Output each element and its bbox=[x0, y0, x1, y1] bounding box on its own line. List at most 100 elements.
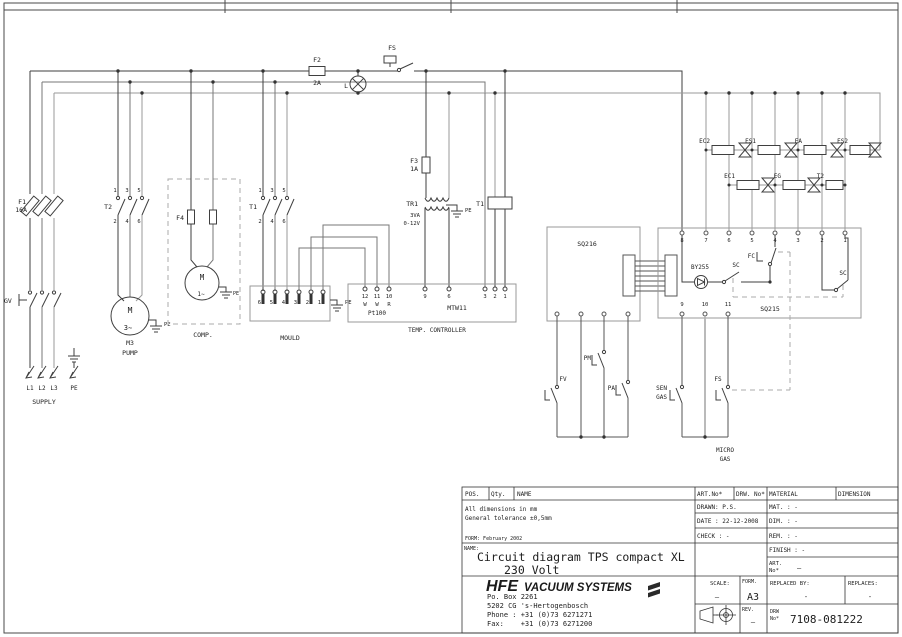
temp-controller: 12 11 10 9 6 3 2 1 W W R Pt100 MTW11 TEM… bbox=[347, 283, 517, 334]
transformer-section: F3 1A PE TR1 3VA 0-12V bbox=[403, 71, 472, 287]
relay-t1: T1 bbox=[476, 71, 513, 287]
label-es1: ES1 bbox=[745, 138, 756, 145]
t1-term: 4 bbox=[270, 219, 274, 225]
label-l2: L2 bbox=[38, 385, 46, 392]
label-sen: SEN bbox=[656, 385, 667, 392]
tb-replaces-label: REPLACES: bbox=[848, 581, 878, 587]
label-ec1: EC1 bbox=[724, 173, 735, 180]
tb-drw-label1: DRW bbox=[770, 609, 780, 615]
ctrl-term: 3 bbox=[483, 294, 486, 300]
label-supply: SUPPLY bbox=[32, 398, 56, 406]
tb-form-value: A3 bbox=[747, 592, 759, 603]
valve-section: EC2 ES1 EA ES2 EC1 EG T2 bbox=[699, 93, 883, 231]
sq215-internals: BY255 SC FC SC bbox=[681, 235, 849, 390]
t2-term: 1 bbox=[113, 188, 116, 194]
tb-drw-label2: No* bbox=[770, 616, 779, 622]
tb-date: DATE : 22-12-2008 bbox=[697, 518, 759, 525]
mould-term: 3 bbox=[294, 300, 297, 306]
tb-note2: General tolerance ±0,5mm bbox=[465, 515, 552, 522]
fuse-f1 bbox=[20, 195, 64, 217]
ctrl-term: 2 bbox=[493, 294, 496, 300]
label-t1-coil: T1 bbox=[476, 200, 484, 208]
label-m3: M3 bbox=[126, 339, 134, 347]
addr-line3: Phone : +31 (0)73 6271271 bbox=[487, 611, 592, 619]
contactor-t2 bbox=[115, 195, 150, 216]
tb-replaced-value: - bbox=[804, 593, 808, 601]
label-t2-contactor: T2 bbox=[104, 203, 112, 211]
mould-term: 4 bbox=[282, 300, 286, 306]
label-sen-gas: GAS bbox=[656, 394, 667, 401]
company-logo-icon bbox=[648, 582, 660, 598]
tb-scale-value: – bbox=[715, 593, 720, 601]
label-pm: PM bbox=[584, 355, 592, 362]
label-pump: PUMP bbox=[122, 349, 138, 357]
t2-term: 3 bbox=[125, 188, 128, 194]
motor-m1-phase: 1∼ bbox=[197, 291, 205, 298]
sq215-term: 3 bbox=[796, 238, 799, 244]
label-f1: F1 bbox=[18, 198, 26, 206]
mould-term: 2 bbox=[306, 300, 309, 306]
tb-mat: MAT. : - bbox=[769, 504, 798, 511]
tb-art-label2: No* bbox=[769, 568, 779, 574]
addr-line4: Fax: +31 (0)73 6271200 bbox=[487, 620, 592, 628]
t2-term: 5 bbox=[137, 188, 140, 194]
board-sq216: SQ216 bbox=[546, 226, 678, 322]
drawing-title-line1: Circuit diagram TPS compact XL bbox=[477, 550, 685, 564]
tb-art-label1: ART. bbox=[769, 561, 782, 567]
sq215-bterm: 9 bbox=[680, 302, 683, 308]
ctrl-term: 12 bbox=[362, 294, 369, 300]
motor-m1: M 1∼ PE bbox=[184, 265, 239, 301]
board-sq215: SQ215 8 7 6 5 4 3 2 1 9 10 11 BY255 bbox=[657, 227, 862, 390]
label-l1: L1 bbox=[26, 385, 34, 392]
sq215-bterm: 11 bbox=[725, 302, 732, 308]
ctrl-w1: W bbox=[363, 302, 367, 308]
label-fc: FC bbox=[748, 253, 756, 260]
label-micro: MICRO bbox=[716, 447, 734, 454]
pe-earth-symbol bbox=[68, 348, 80, 368]
mould-branch: T1 1 3 5 2 4 6 6 5 4 3 2 1 PE MOULD bbox=[249, 71, 390, 342]
label-gv: GV bbox=[4, 297, 12, 305]
drawing-number: 7108-081222 bbox=[790, 613, 863, 626]
tb-dim: DIM. : - bbox=[769, 518, 798, 525]
label-ea: EA bbox=[795, 138, 803, 145]
label-sq216: SQ216 bbox=[577, 240, 597, 248]
ctrl-term: 10 bbox=[386, 294, 393, 300]
label-comp: COMP. bbox=[193, 331, 213, 339]
switch-sen-gas bbox=[669, 384, 685, 404]
sq215-top-terminals bbox=[679, 230, 848, 236]
switch-pa bbox=[615, 379, 631, 399]
tb-check: CHECK : - bbox=[697, 533, 730, 540]
th-dimension: DIMENSION bbox=[838, 491, 871, 498]
tb-art-value: – bbox=[797, 564, 802, 572]
tb-form-label: FORM. bbox=[742, 579, 757, 585]
main-switch-gv bbox=[18, 290, 62, 308]
fs-main-switch bbox=[383, 55, 414, 73]
tb-finish: FINISH : - bbox=[769, 547, 805, 554]
label-es2: ES2 bbox=[837, 138, 848, 145]
tb-rem: REM. : - bbox=[769, 533, 798, 540]
label-pe-supply: PE bbox=[70, 385, 78, 392]
label-f3: F3 bbox=[410, 157, 418, 165]
label-t2-valve: T2 bbox=[817, 173, 825, 180]
label-by255: BY255 bbox=[691, 264, 709, 271]
switch-pm bbox=[591, 349, 607, 369]
label-l3: L3 bbox=[50, 385, 58, 392]
label-tr1: TR1 bbox=[406, 200, 418, 208]
t1-term: 5 bbox=[282, 188, 285, 194]
label-tr1-pe: PE bbox=[465, 208, 472, 214]
switch-fs-gas bbox=[715, 384, 790, 404]
sq215-bterm: 10 bbox=[702, 302, 709, 308]
pt100-wiring bbox=[298, 224, 390, 290]
label-fs-main: FS bbox=[388, 44, 396, 52]
mould-term: 5 bbox=[270, 300, 273, 306]
motor-m3: M 3∼ PE bbox=[110, 296, 171, 336]
supply-section: F1 16A GV L1 L2 L3 PE SUPPLY bbox=[4, 71, 80, 406]
tb-replaces-value: - bbox=[868, 593, 872, 601]
t2-term: 2 bbox=[113, 219, 116, 225]
sq215-term: 1 bbox=[843, 238, 846, 244]
ctrl-term: 6 bbox=[447, 294, 450, 300]
tb-drawn: DRAWN: P.S. bbox=[697, 504, 737, 511]
t1-term: 3 bbox=[270, 188, 273, 194]
